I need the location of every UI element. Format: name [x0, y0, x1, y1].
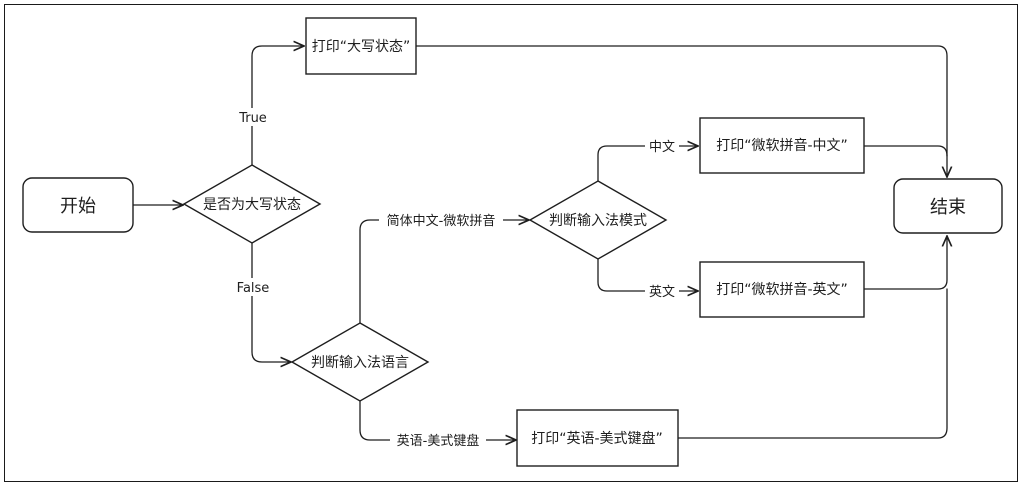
node-check-caps[interactable]: 是否为大写状态: [182, 164, 322, 244]
edges: True False 简体中文-微软拼音 英语-美式键盘 中文 英文: [132, 45, 948, 449]
edge-caps-true: [251, 46, 304, 166]
edge-us-to-end: [677, 288, 948, 439]
nodes: 开始 是否为大写状态 打印“大写状态” 判断输入法语言 判断输入法模式 打印“微…: [22, 17, 1003, 467]
node-check-mode[interactable]: 判断输入法模式: [528, 180, 668, 260]
node-check-caps-label: 是否为大写状态: [203, 197, 301, 213]
edge-lang-us-kbd: [359, 400, 516, 440]
node-print-caps-label: 打印“大写状态”: [312, 38, 411, 55]
edge-label-en: 英文: [649, 285, 675, 300]
node-end[interactable]: 结束: [893, 178, 1003, 234]
node-check-language[interactable]: 判断输入法语言: [290, 322, 430, 402]
node-start-label: 开始: [60, 196, 96, 217]
node-start[interactable]: 开始: [22, 177, 134, 233]
node-print-ms-cn-label: 打印“微软拼音-中文”: [716, 137, 848, 154]
node-print-us-kbd[interactable]: 打印“英语-美式键盘”: [516, 409, 679, 467]
edge-label-us-kbd: 英语-美式键盘: [397, 433, 480, 449]
edge-label-bg: [232, 278, 274, 296]
edge-label-bg: [645, 282, 679, 300]
node-print-ms-cn[interactable]: 打印“微软拼音-中文”: [699, 117, 865, 174]
node-print-ms-en[interactable]: 打印“微软拼音-英文”: [699, 261, 865, 318]
edge-label-true: True: [238, 111, 267, 126]
node-check-language-label: 判断输入法语言: [311, 355, 409, 371]
edge-lang-ms-pinyin: [359, 220, 529, 324]
edge-mode-en: [597, 258, 698, 291]
edge-en-to-end: [863, 236, 947, 290]
edge-label-false: False: [237, 281, 270, 296]
node-print-us-kbd-label: 打印“英语-美式键盘”: [531, 430, 663, 447]
node-end-label: 结束: [930, 197, 966, 218]
edge-caps-to-end: [415, 45, 947, 177]
edge-label-bg: [390, 431, 486, 449]
edge-label-bg: [645, 137, 679, 155]
edge-label-bg: [379, 211, 503, 229]
node-print-ms-en-label: 打印“微软拼音-英文”: [716, 281, 848, 298]
node-check-mode-label: 判断输入法模式: [549, 213, 647, 229]
edge-label-bg: [234, 108, 272, 126]
edge-caps-false: [251, 242, 291, 362]
edge-label-ms-pinyin: 简体中文-微软拼音: [387, 213, 496, 229]
edge-mode-cn: [597, 146, 698, 182]
edge-cn-to-end: [863, 145, 948, 157]
node-print-caps[interactable]: 打印“大写状态”: [305, 17, 417, 75]
canvas-frame: [4, 4, 1018, 482]
edge-label-cn: 中文: [649, 140, 675, 155]
